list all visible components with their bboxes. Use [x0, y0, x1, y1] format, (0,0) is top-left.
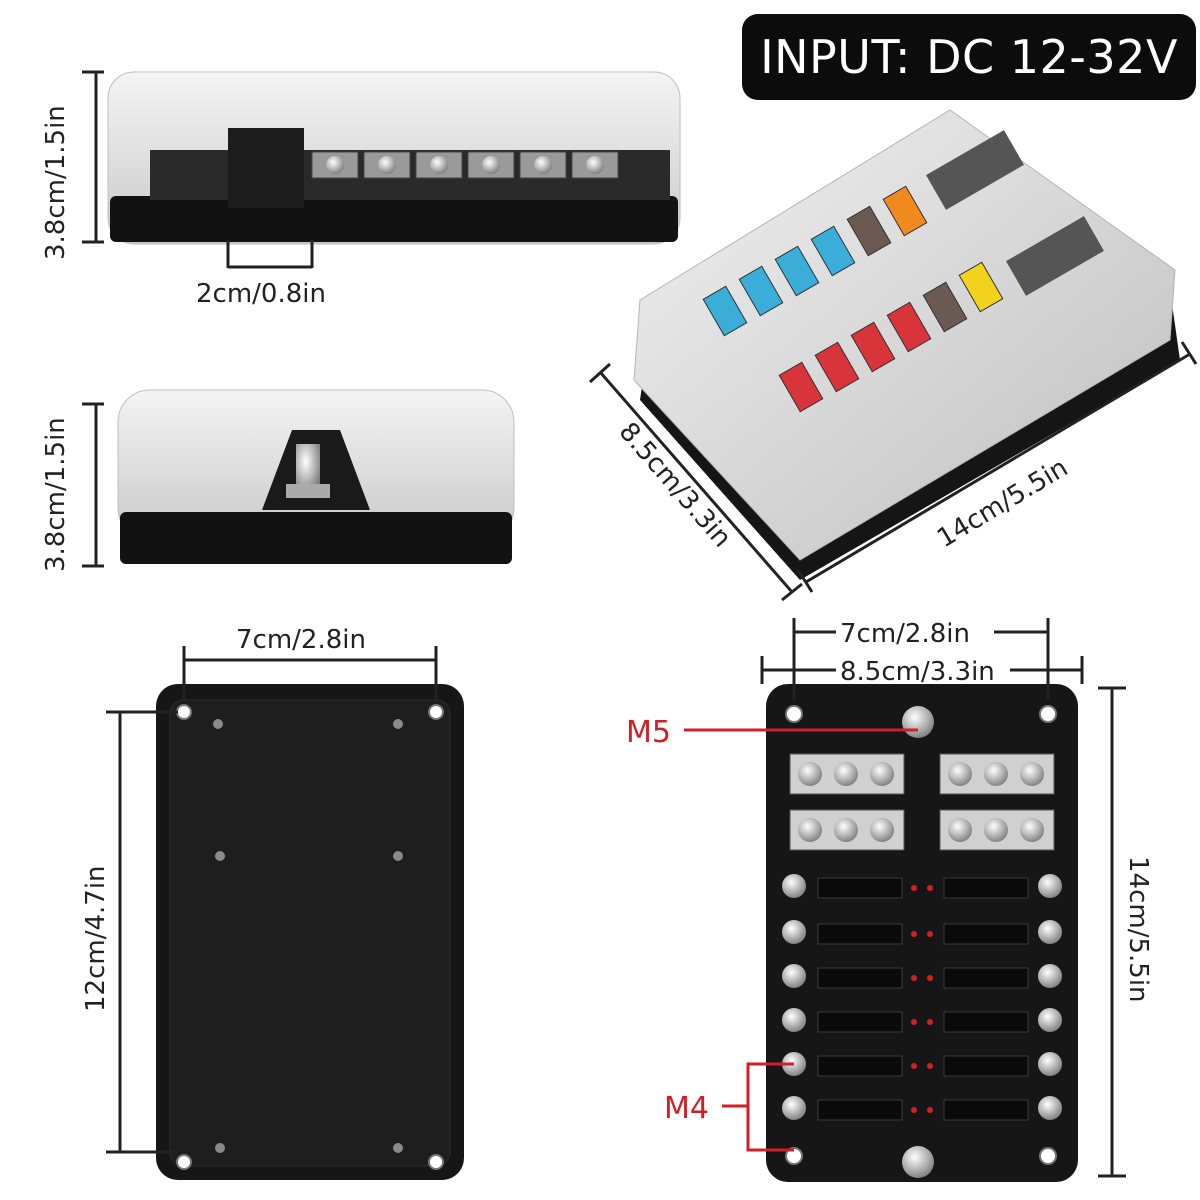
length-dimension	[796, 341, 1198, 593]
terminal-gap-label: 2cm/0.8in	[196, 279, 326, 309]
top-view	[766, 684, 1078, 1182]
back-hole-height-dimension	[106, 710, 178, 1154]
terminal-gap-dimension	[226, 240, 314, 269]
side-height-dimension	[82, 70, 104, 244]
top-hole-width-dimension	[792, 618, 1050, 700]
input-voltage-badge: INPUT: DC 12-32V	[742, 14, 1196, 100]
back-hole-width-dimension	[182, 646, 438, 700]
top-width-label: 8.5cm/3.3in	[840, 657, 995, 687]
perspective-view	[633, 109, 1180, 580]
back-hole-height-label: 12cm/4.7in	[81, 865, 111, 1012]
back-hole-width-label: 7cm/2.8in	[236, 625, 366, 655]
top-length-dimension	[1098, 686, 1126, 1178]
top-hole-width-label: 7cm/2.8in	[840, 619, 970, 649]
top-width-dimension	[760, 656, 1084, 684]
end-height-dimension	[82, 402, 104, 568]
screw-callout	[722, 1062, 794, 1152]
end-view	[117, 389, 515, 564]
top-length-label: 14cm/5.5in	[1123, 856, 1153, 1003]
stud-callout-label: M5	[626, 715, 671, 750]
depth-dimension	[588, 362, 803, 602]
side-height-label: 3.8cm/1.5in	[41, 105, 71, 260]
screw-callout-label: M4	[664, 1091, 709, 1126]
end-height-label: 3.8cm/1.5in	[41, 417, 71, 572]
back-view	[156, 684, 464, 1180]
side-view	[107, 71, 681, 245]
